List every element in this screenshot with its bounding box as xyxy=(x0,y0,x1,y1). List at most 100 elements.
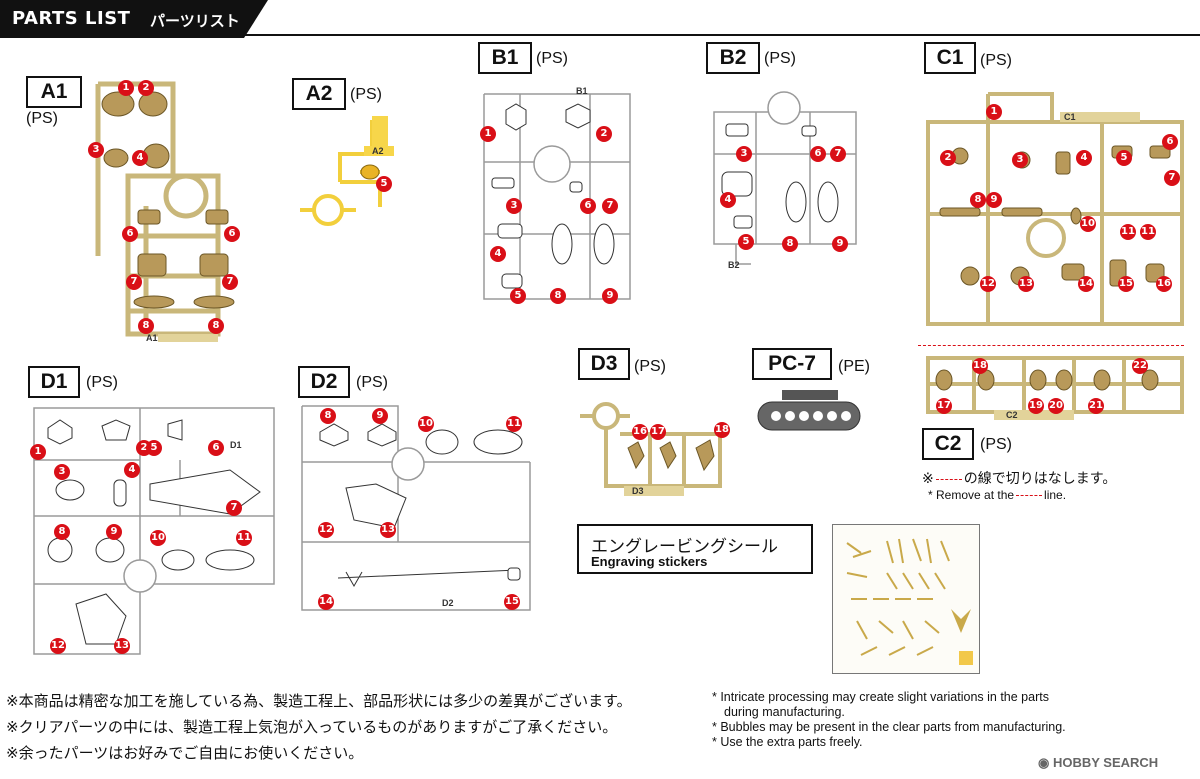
runner-tag-c2: C2 xyxy=(1006,410,1018,420)
part-number: 6 xyxy=(224,226,240,242)
runner-a1: A1 1 2 3 4 6 6 7 7 8 8 xyxy=(88,76,258,346)
note-en-2: * Bubbles may be present in the clear pa… xyxy=(712,720,1066,734)
runner-label-d1: D1 xyxy=(28,366,80,398)
part-number: 9 xyxy=(372,408,388,424)
notes-jp: ※本商品は精密な加工を施している為、製造工程上、部品形状には多少の差異がございま… xyxy=(6,688,632,766)
part-number: 3 xyxy=(88,142,104,158)
part-number: 14 xyxy=(318,594,334,610)
part-number: 15 xyxy=(504,594,520,610)
part-number: 13 xyxy=(114,638,130,654)
part-number: 13 xyxy=(380,522,396,538)
part-number: 11 xyxy=(1140,224,1156,240)
part-number: 6 xyxy=(1162,134,1178,150)
part-number: 20 xyxy=(1048,398,1064,414)
runner-tag-c1: C1 xyxy=(1064,112,1076,122)
cut-line-c1-c2 xyxy=(918,345,1184,346)
part-number: 2 xyxy=(940,150,956,166)
part-number: 14 xyxy=(1078,276,1094,292)
cut-note-en: * Remove at the line. xyxy=(928,488,1066,502)
note-en-1: * Intricate processing may create slight… xyxy=(712,690,1049,704)
part-number: 4 xyxy=(124,462,140,478)
engraving-sticker-sheet xyxy=(832,524,980,674)
header-title: PARTS LIST xyxy=(12,8,131,29)
runner-label-a2: A2 xyxy=(292,78,346,110)
logo-mark-icon: ◉ xyxy=(1038,755,1050,770)
part-number: 21 xyxy=(1088,398,1104,414)
runner-pc7 xyxy=(756,388,862,436)
runner-material-b1: (PS) xyxy=(536,50,568,67)
part-number: 7 xyxy=(226,500,242,516)
cut-line-sample xyxy=(935,478,962,480)
part-number: 9 xyxy=(832,236,848,252)
runner-label-c1: C1 xyxy=(924,42,976,74)
engraving-label-en: Engraving stickers xyxy=(591,554,708,569)
part-number: 10 xyxy=(150,530,166,546)
part-number: 10 xyxy=(418,416,434,432)
note-jp-1: ※本商品は精密な加工を施している為、製造工程上、部品形状には多少の差異がございま… xyxy=(6,692,632,710)
sticker-sheet-art xyxy=(846,538,973,665)
part-number: 15 xyxy=(1118,276,1134,292)
part-number: 19 xyxy=(1028,398,1044,414)
part-number: 3 xyxy=(736,146,752,162)
runner-pc7-frame xyxy=(757,390,861,431)
cut-line-sample xyxy=(1016,495,1043,497)
runner-d2: D2 8 9 10 11 12 13 14 15 xyxy=(298,402,534,614)
runner-label-a1: A1 xyxy=(26,76,82,108)
part-number: 7 xyxy=(126,274,142,290)
runner-c2-frame xyxy=(926,356,1184,420)
runner-material-a1: (PS) xyxy=(26,110,58,127)
runner-a2-frame xyxy=(300,116,394,226)
notes-en: * Intricate processing may create slight… xyxy=(712,690,1066,750)
part-number: 4 xyxy=(132,150,148,166)
part-number: 1 xyxy=(986,104,1002,120)
runner-material-b2: (PS) xyxy=(764,50,796,67)
parts-list-header: PARTS LIST パーツリスト xyxy=(0,0,268,38)
part-number: 7 xyxy=(602,198,618,214)
part-number: 9 xyxy=(106,524,122,540)
note-en-1-cont: during manufacturing. xyxy=(724,705,845,719)
part-number: 8 xyxy=(208,318,224,334)
cut-note-jp: ※の線で切りはなします。 xyxy=(922,468,1116,488)
part-number: 1 xyxy=(480,126,496,142)
part-number: 13 xyxy=(1018,276,1034,292)
runner-label-pc7: PC-7 xyxy=(752,348,832,380)
runner-material-d1: (PS) xyxy=(86,374,118,391)
part-number: 8 xyxy=(320,408,336,424)
part-number: 17 xyxy=(650,424,666,440)
runner-b2-frame xyxy=(713,91,857,265)
runner-label-b1: B1 xyxy=(478,42,532,74)
header-title-jp: パーツリスト xyxy=(150,12,240,30)
part-number: 3 xyxy=(54,464,70,480)
part-number: 12 xyxy=(318,522,334,538)
part-number: 2 xyxy=(138,80,154,96)
cut-note-en-prefix: * Remove at the xyxy=(928,488,1015,502)
part-number: 12 xyxy=(980,276,996,292)
runner-d3-frame xyxy=(580,402,722,496)
runner-d2-frame xyxy=(301,405,531,611)
runner-tag-b2: B2 xyxy=(728,260,740,270)
part-number: 5 xyxy=(1116,150,1132,166)
part-number: 6 xyxy=(208,440,224,456)
runner-tag-d3: D3 xyxy=(632,486,644,496)
note-jp-3: ※余ったパーツはお好みでご自由にお使いください。 xyxy=(6,744,364,762)
runner-b2: B2 3 6 7 4 5 8 9 xyxy=(706,84,866,280)
runner-material-pc7: (PE) xyxy=(838,358,870,375)
part-number: 11 xyxy=(506,416,522,432)
runner-c1: C1 1 2 3 4 5 6 7 8 9 10 11 11 12 13 14 1… xyxy=(924,84,1186,328)
runner-a2: A2 5 xyxy=(300,112,400,232)
runner-a1-frame xyxy=(95,81,235,342)
part-number: 6 xyxy=(810,146,826,162)
runner-material-c2: (PS) xyxy=(980,436,1012,453)
header-rule xyxy=(0,34,1200,36)
runner-d3: D3 16 17 18 xyxy=(580,394,730,500)
cut-note-en-suffix: line. xyxy=(1044,488,1067,502)
part-number: 2 xyxy=(596,126,612,142)
part-number: 5 xyxy=(510,288,526,304)
note-en-3: * Use the extra parts freely. xyxy=(712,735,863,749)
runner-a1-tagbar xyxy=(158,334,218,342)
part-number: 8 xyxy=(54,524,70,540)
logo-text: HOBBY SEARCH xyxy=(1052,755,1159,770)
part-number: 10 xyxy=(1080,216,1096,232)
runner-label-b2: B2 xyxy=(706,42,760,74)
part-number: 8 xyxy=(782,236,798,252)
